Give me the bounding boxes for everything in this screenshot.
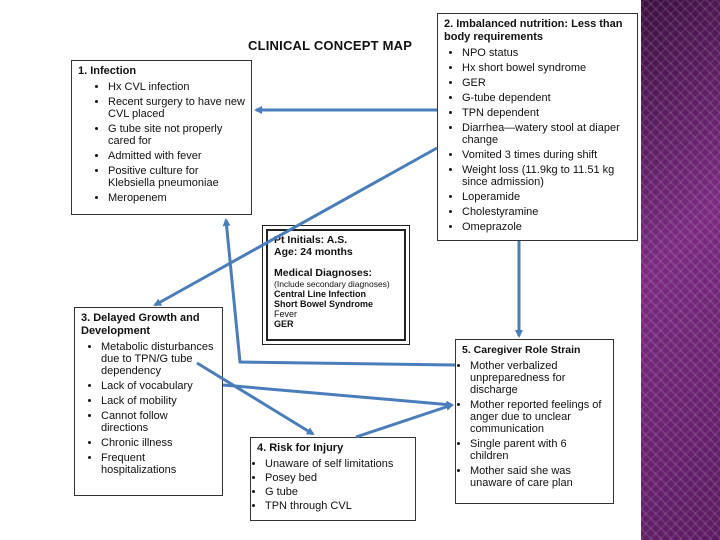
infection-heading: 1. Infection — [78, 65, 137, 77]
list-item: G-tube dependent — [462, 92, 631, 104]
list-item: Lack of mobility — [101, 395, 216, 407]
list-item: Meropenem — [108, 192, 245, 204]
injury-list: Unaware of self limitations Posey bed G … — [257, 458, 409, 512]
patient-info-inner: Pt Initials: A.S. Age: 24 months Medical… — [266, 229, 406, 341]
diagnoses-note: (Include secondary diagnoses) — [274, 279, 390, 289]
list-item: Mother reported feelings of anger due to… — [470, 399, 607, 435]
list-item: Mother verbalized unpreparedness for dis… — [470, 360, 607, 396]
list-item: Unaware of self limitations — [265, 458, 409, 470]
arrow-group — [153, 106, 523, 439]
caregiver-box: 5. Caregiver Role Strain Mother verbaliz… — [455, 339, 614, 504]
injury-box: 4. Risk for Injury Unaware of self limit… — [250, 437, 416, 521]
list-item: Weight loss (11.9kg to 11.51 kg since ad… — [462, 164, 631, 188]
growth-list: Metabolic disturbances due to TPN/G tube… — [81, 341, 216, 476]
diagnosis-item: Central Line Infection — [274, 289, 367, 299]
list-item: Omeprazole — [462, 221, 631, 233]
list-item: Hx CVL infection — [108, 81, 245, 93]
list-item: Metabolic disturbances due to TPN/G tube… — [101, 341, 216, 377]
list-item: Vomited 3 times during shift — [462, 149, 631, 161]
diagnosis-item: Short Bowel Syndrome — [274, 299, 374, 309]
caregiver-list: Mother verbalized unpreparedness for dis… — [462, 360, 607, 489]
list-item: Single parent with 6 children — [470, 438, 607, 462]
list-item: GER — [462, 77, 631, 89]
nutrition-box: 2. Imbalanced nutrition: Less than body … — [437, 13, 638, 241]
list-item: Hx short bowel syndrome — [462, 62, 631, 74]
arrow-growth-to-injury — [196, 361, 315, 436]
list-item: Lack of vocabulary — [101, 380, 216, 392]
list-item: Mother said she was unaware of care plan — [470, 465, 607, 489]
list-item: Cannot follow directions — [101, 410, 216, 434]
arrow-injury-to-caregiver — [355, 403, 454, 439]
list-item: Positive culture for Klebsiella pneumoni… — [108, 165, 245, 189]
list-item: TPN through CVL — [265, 500, 409, 512]
page-title: CLINICAL CONCEPT MAP — [248, 38, 413, 53]
growth-heading: 3. Delayed Growth and Development — [81, 312, 200, 337]
arrow-growth-to-caregiver — [222, 383, 454, 409]
caregiver-heading: 5. Caregiver Role Strain — [462, 344, 581, 356]
patient-initials: Pt Initials: A.S. — [274, 234, 348, 246]
list-item: G tube site not properly cared for — [108, 123, 245, 147]
infection-box: 1. Infection Hx CVL infection Recent sur… — [71, 60, 252, 215]
list-item: G tube — [265, 486, 409, 498]
diagnosis-item: Fever — [274, 309, 298, 319]
patient-info-box: Pt Initials: A.S. Age: 24 months Medical… — [262, 225, 410, 345]
nutrition-heading: 2. Imbalanced nutrition: Less than body … — [444, 18, 623, 43]
growth-box: 3. Delayed Growth and Development Metabo… — [74, 307, 223, 496]
list-item: Loperamide — [462, 191, 631, 203]
list-item: Frequent hospitalizations — [101, 452, 216, 476]
list-item: TPN dependent — [462, 107, 631, 119]
list-item: Cholestyramine — [462, 206, 631, 218]
diagnoses-heading: Medical Diagnoses: — [274, 267, 373, 279]
list-item: Admitted with fever — [108, 150, 245, 162]
list-item: Chronic illness — [101, 437, 216, 449]
list-item: NPO status — [462, 47, 631, 59]
infection-list: Hx CVL infection Recent surgery to have … — [78, 81, 245, 204]
list-item: Posey bed — [265, 472, 409, 484]
list-item: Diarrhea—watery stool at diaper change — [462, 122, 631, 146]
decorative-side-stripe — [641, 0, 720, 540]
injury-heading: 4. Risk for Injury — [257, 442, 344, 454]
arrow-nutrition-to-growth — [153, 146, 438, 307]
diagnosis-item: GER — [274, 319, 294, 329]
nutrition-list: NPO status Hx short bowel syndrome GER G… — [444, 47, 631, 233]
arrow-caregiver-to-infection — [222, 218, 456, 367]
patient-age: Age: 24 months — [274, 246, 353, 258]
list-item: Recent surgery to have new CVL placed — [108, 96, 245, 120]
